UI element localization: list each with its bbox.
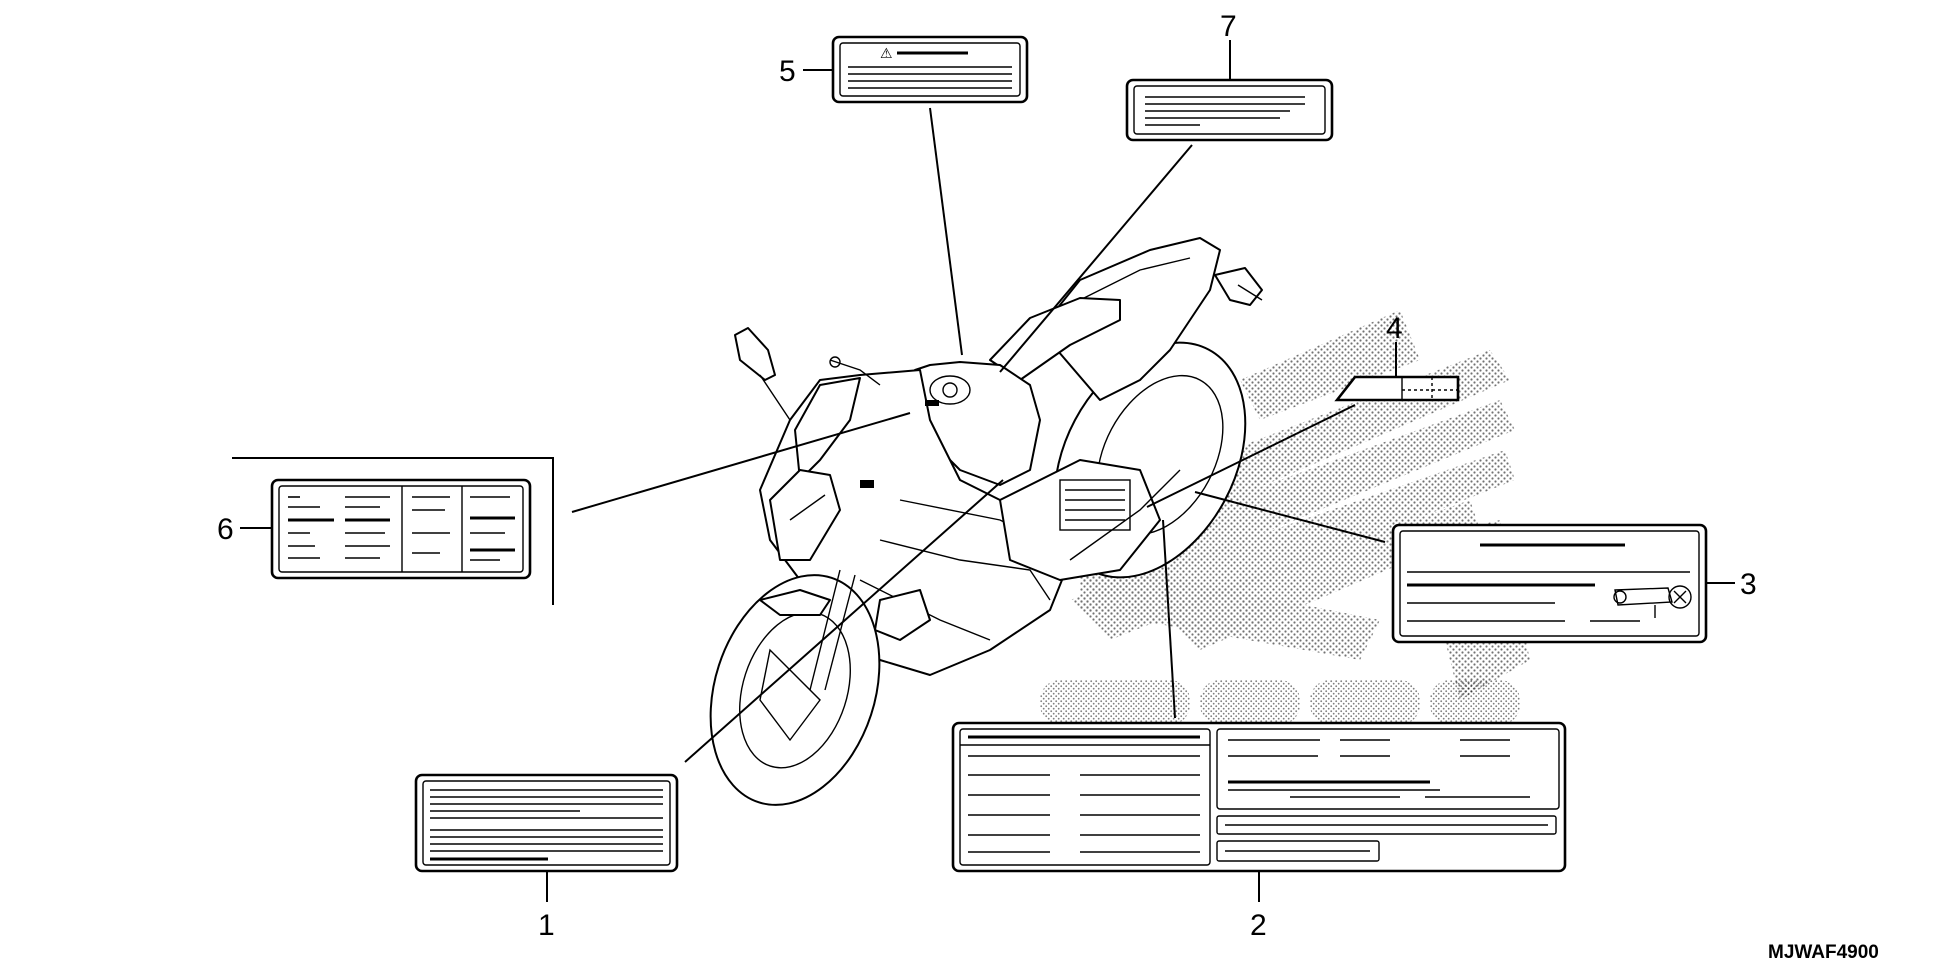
brand-lettering-background: [1040, 680, 1520, 725]
callout-numbers: 1 2 3 4 5 6 7: [217, 10, 1757, 942]
seat: [989, 297, 1121, 381]
label-5-warning-sticker: ⚠: [831, 35, 1029, 104]
label-7-sticker: [1125, 78, 1334, 142]
chain-adjuster-icon: [1614, 587, 1673, 606]
callout-6: 6: [217, 513, 234, 546]
label-6-sticker: [232, 457, 554, 605]
callout-2: 2: [1250, 909, 1267, 942]
leader-lines: [571, 107, 1386, 763]
callout-4: 4: [1386, 312, 1403, 345]
front-wheel: [709, 574, 881, 806]
tail-light: [1214, 267, 1263, 306]
warning-triangle-icon: ⚠: [880, 45, 893, 61]
callout-1: 1: [538, 909, 555, 942]
exhaust: [874, 589, 931, 641]
callout-5: 5: [779, 55, 796, 88]
headlight: [769, 469, 841, 561]
mirror: [734, 327, 776, 381]
motorcycle-illustration: [709, 237, 1263, 806]
callout-7: 7: [1220, 10, 1237, 43]
label-1-sticker: [414, 773, 679, 873]
callout-3: 3: [1740, 568, 1757, 601]
label-3-sticker: [1391, 523, 1708, 644]
label-4-sticker: [1334, 375, 1460, 402]
label-2-sticker: [951, 721, 1567, 873]
diagram-reference-code: MJWAF4900: [1768, 942, 1879, 963]
tail-cowl: [1039, 237, 1221, 401]
